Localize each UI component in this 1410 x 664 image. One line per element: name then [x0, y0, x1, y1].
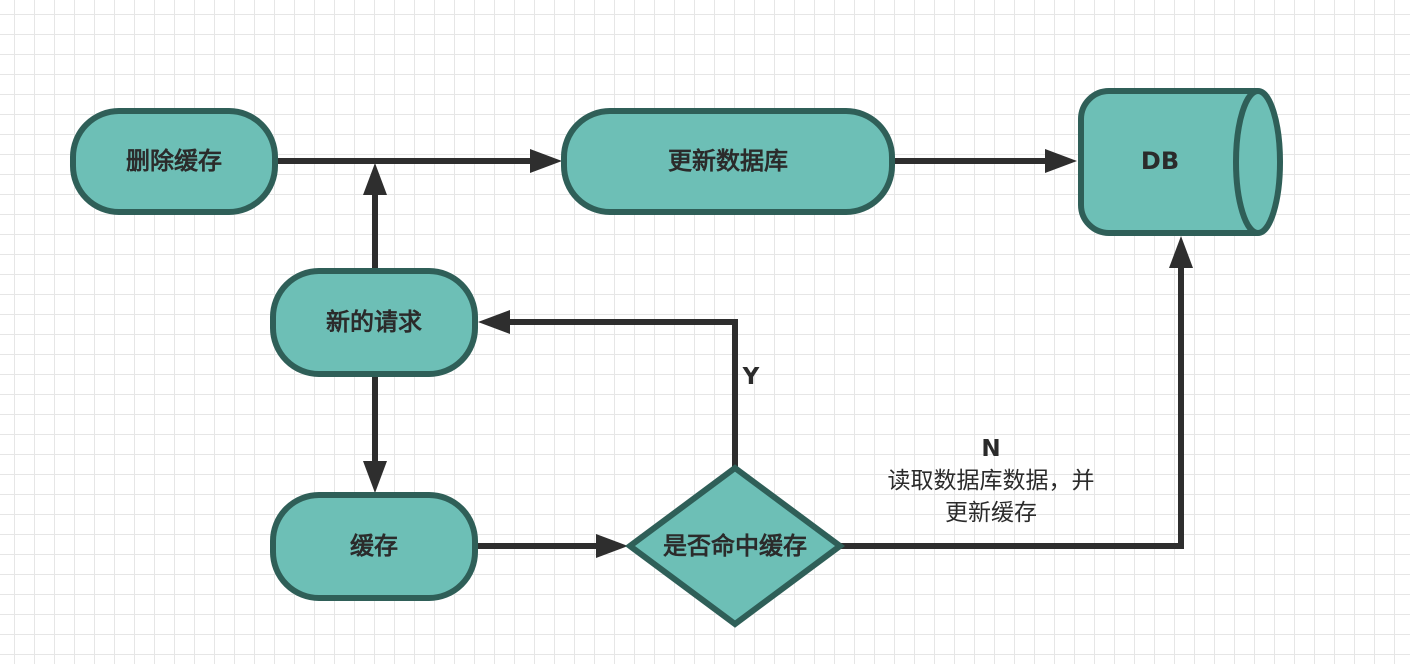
- edge-update-db-to-db: [894, 149, 1077, 173]
- edge-decision-no: [841, 236, 1193, 549]
- edge-cache-to-decision: [478, 534, 628, 558]
- node-delete-cache: 删除缓存: [70, 108, 278, 215]
- node-update-db-label: 更新数据库: [668, 147, 788, 175]
- node-cache: 缓存: [270, 492, 478, 601]
- edge-label-no: N: [981, 436, 1000, 462]
- node-new-request-label: 新的请求: [326, 308, 422, 336]
- node-update-db: 更新数据库: [561, 108, 895, 215]
- node-hit-cache-decision: 是否命中缓存: [624, 464, 846, 628]
- node-db-label: DB: [1141, 147, 1179, 175]
- node-cache-label: 缓存: [350, 532, 398, 560]
- node-hit-cache-label: 是否命中缓存: [663, 532, 807, 560]
- node-new-request: 新的请求: [270, 268, 478, 377]
- edge-new-request-up: [363, 163, 387, 270]
- edge-label-yes: Y: [742, 364, 760, 390]
- node-db: DB: [1078, 88, 1283, 236]
- edge-delete-cache-to-update-db: [276, 149, 562, 173]
- node-delete-cache-label: 删除缓存: [126, 147, 222, 175]
- edge-label-no-action-line2: 更新缓存: [945, 500, 1037, 526]
- edge-label-no-action-line1: 读取数据库数据，并: [888, 468, 1095, 494]
- edge-decision-yes: [478, 310, 738, 467]
- edge-new-request-to-cache: [363, 376, 387, 493]
